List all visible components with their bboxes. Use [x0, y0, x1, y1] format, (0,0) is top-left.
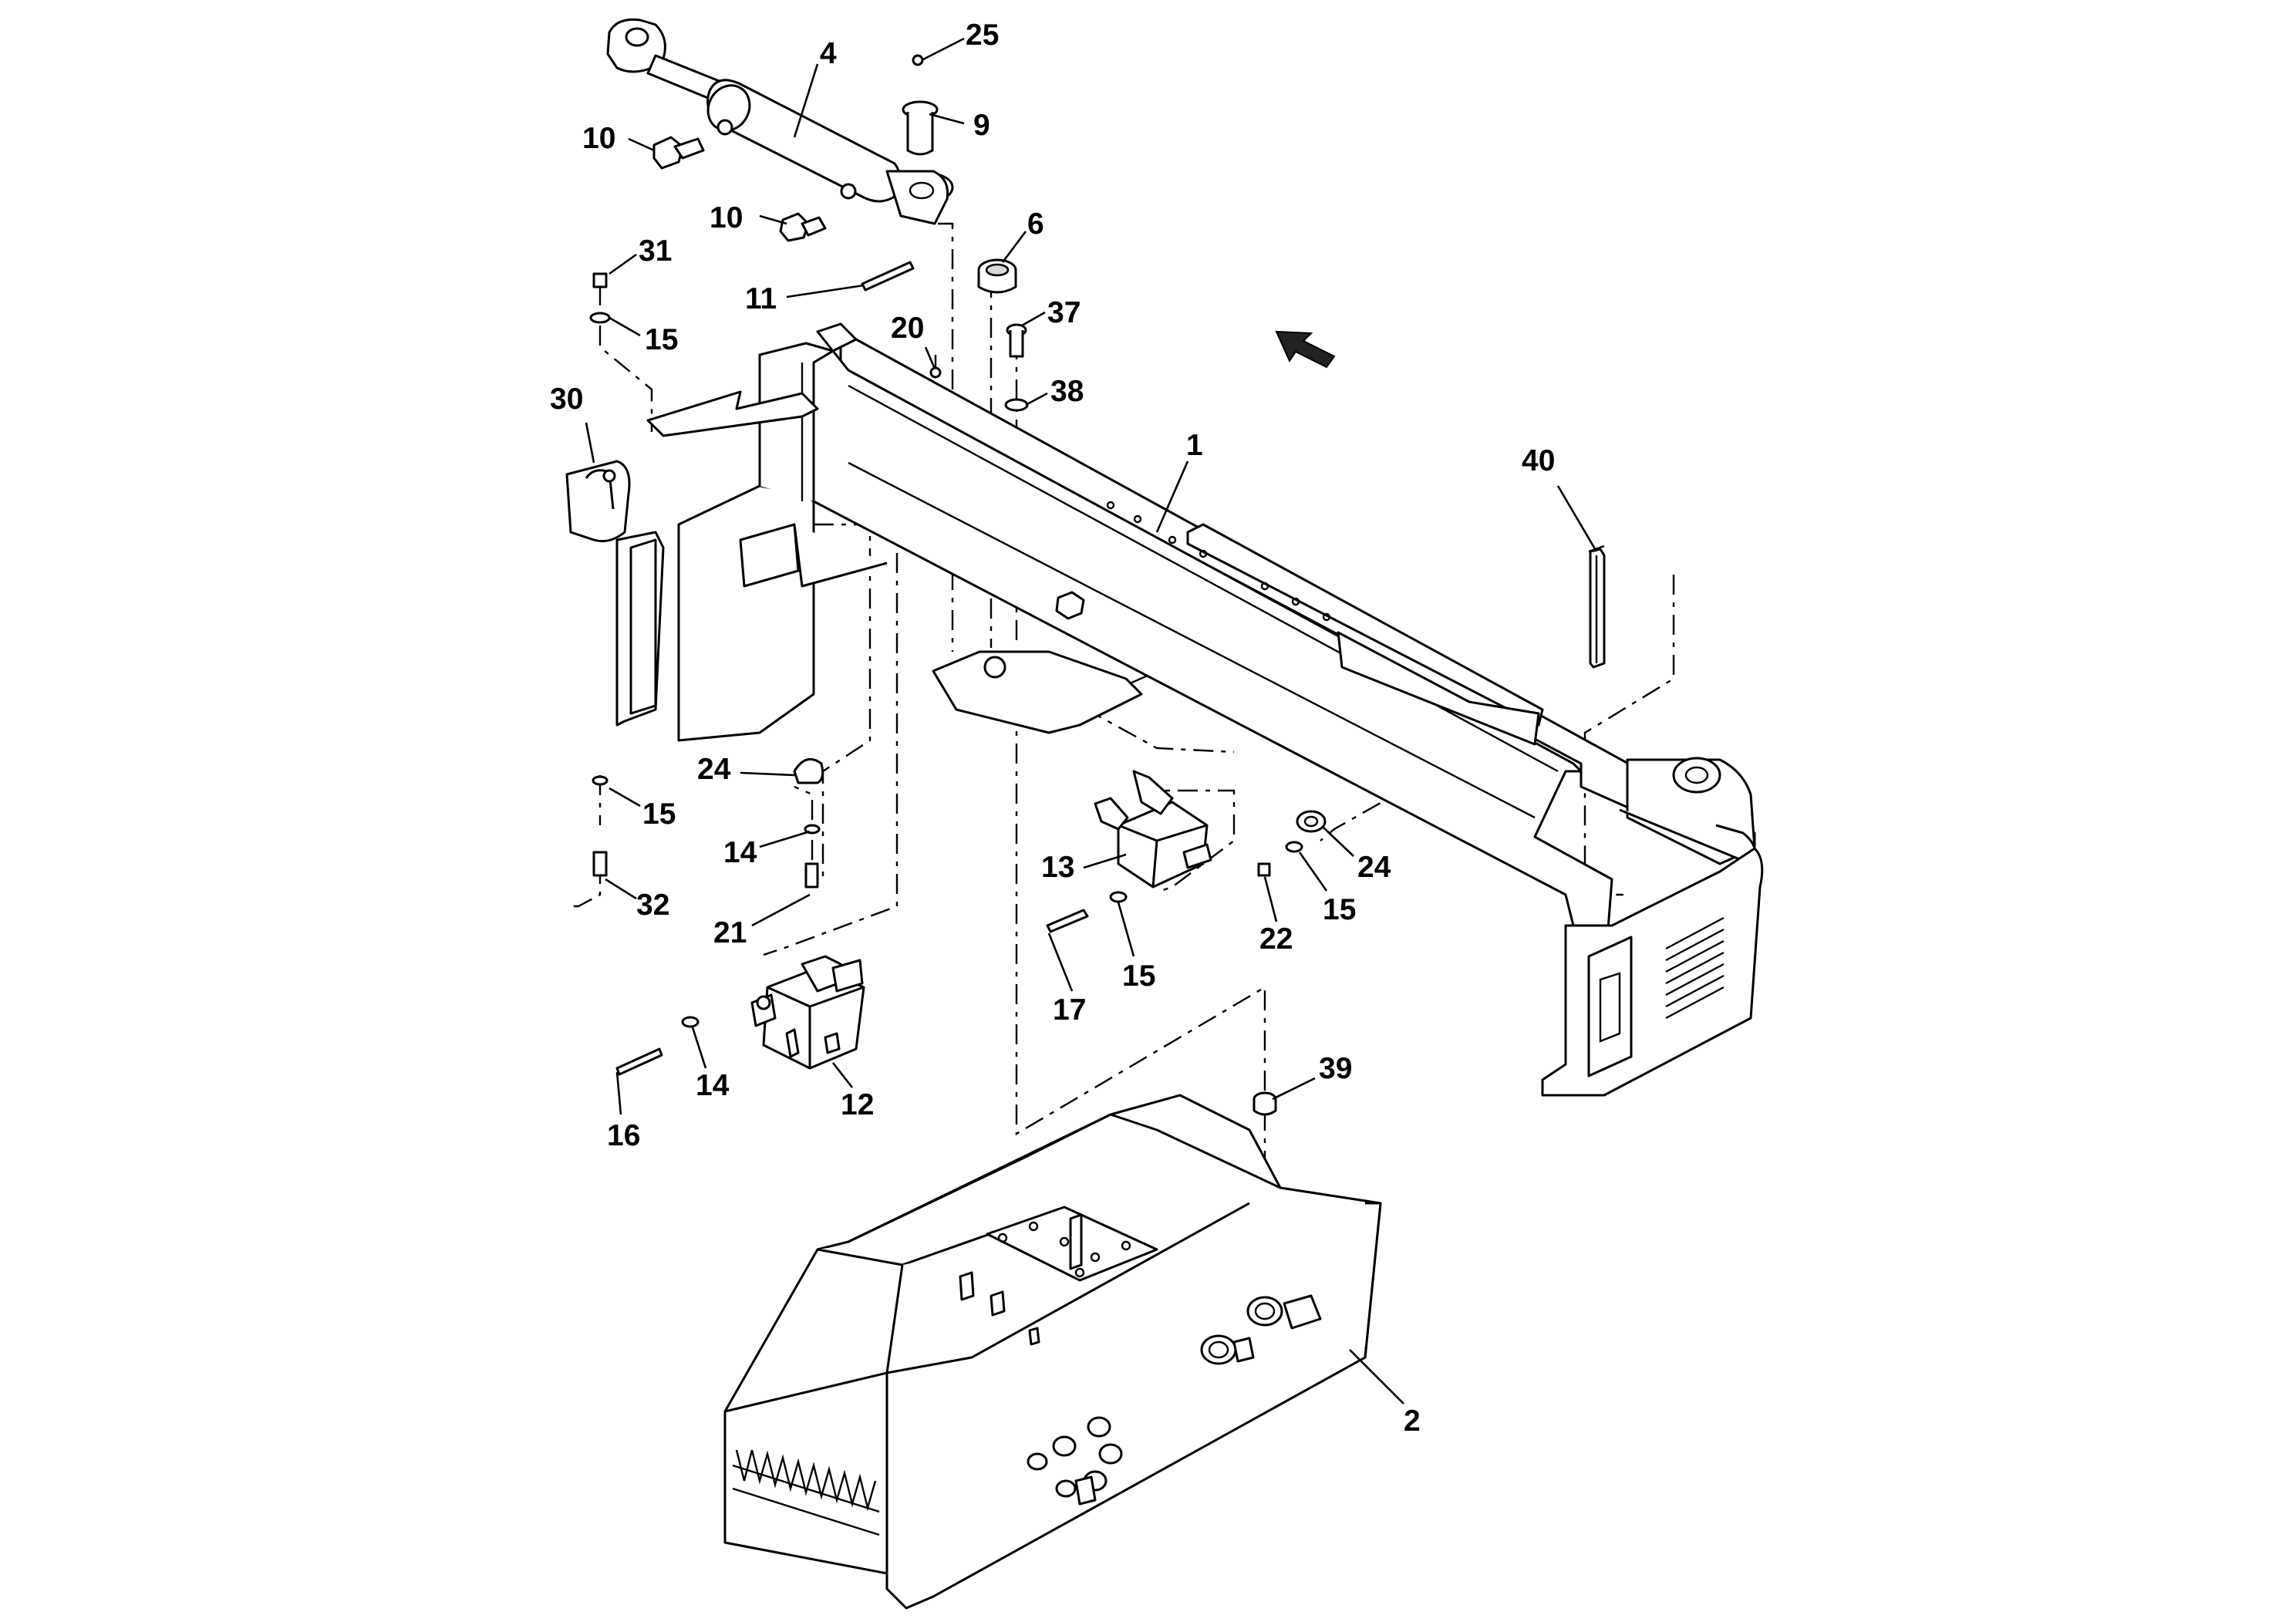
- callout-32: 32: [636, 889, 669, 922]
- callout-10-upper: 10: [582, 122, 615, 155]
- callout-38: 38: [1050, 375, 1084, 408]
- callout-labels: 25 4 9 10 10 6 31 11 15 20 37 30 38 1 40…: [550, 19, 1555, 1438]
- fitting-part-10-lower: [779, 212, 827, 242]
- callout-11: 11: [745, 282, 777, 315]
- callout-17: 17: [1053, 993, 1086, 1027]
- callout-9: 9: [973, 109, 990, 142]
- callout-22: 22: [1259, 922, 1293, 956]
- clamp-part-24-left: [793, 757, 824, 784]
- bolt-part-37: [1004, 323, 1029, 412]
- base-box-part-2: [723, 1094, 1382, 1610]
- callout-24-left: 24: [697, 753, 731, 786]
- callout-15-left: 15: [642, 798, 676, 831]
- valve-block-part-12: [750, 955, 865, 1070]
- main-frame-part-1: [646, 322, 1764, 1097]
- clamp-part-24-right: [1296, 810, 1327, 833]
- callout-39: 39: [1319, 1052, 1352, 1085]
- callout-30: 30: [550, 383, 583, 416]
- rod-part-40: [1588, 545, 1606, 669]
- callout-10-lower: 10: [710, 201, 743, 234]
- callout-24-right: 24: [1357, 851, 1391, 884]
- callout-1: 1: [1186, 429, 1203, 462]
- valve-part-13: [1094, 770, 1212, 889]
- callout-4: 4: [820, 37, 837, 70]
- vent-grille: [1665, 916, 1725, 1020]
- callout-12: 12: [841, 1088, 874, 1121]
- callout-14-bottom: 14: [696, 1069, 730, 1102]
- callout-40: 40: [1522, 444, 1555, 477]
- callout-14-left: 14: [723, 836, 757, 869]
- callout-6: 6: [1027, 207, 1044, 241]
- callout-31: 31: [639, 234, 672, 268]
- hydraulic-cylinder-part-4: [606, 18, 954, 225]
- bolt-part-31: [589, 272, 611, 324]
- callout-15-top: 15: [645, 323, 678, 356]
- callout-25: 25: [966, 19, 999, 52]
- roll-pin-part-11: [861, 261, 915, 292]
- small-hardware: [592, 775, 1303, 1116]
- grate-teeth: [732, 1449, 880, 1536]
- bushing-part-6: [977, 258, 1017, 294]
- callout-20: 20: [891, 312, 924, 345]
- callout-15-right: 15: [1323, 893, 1356, 926]
- callout-13: 13: [1041, 851, 1074, 884]
- pin-part-9: [902, 54, 939, 156]
- callout-16: 16: [607, 1119, 640, 1152]
- guard-bracket-part-30: [565, 460, 665, 727]
- callout-2: 2: [1404, 1404, 1421, 1438]
- front-direction-arrow-icon: [1275, 330, 1336, 369]
- fitting-part-10-upper: [652, 136, 705, 170]
- callout-37: 37: [1047, 296, 1081, 329]
- callout-15-center: 15: [1122, 959, 1155, 993]
- leader-lines: [585, 37, 1598, 1404]
- callout-21: 21: [713, 916, 747, 949]
- bolt-part-20: [929, 366, 942, 379]
